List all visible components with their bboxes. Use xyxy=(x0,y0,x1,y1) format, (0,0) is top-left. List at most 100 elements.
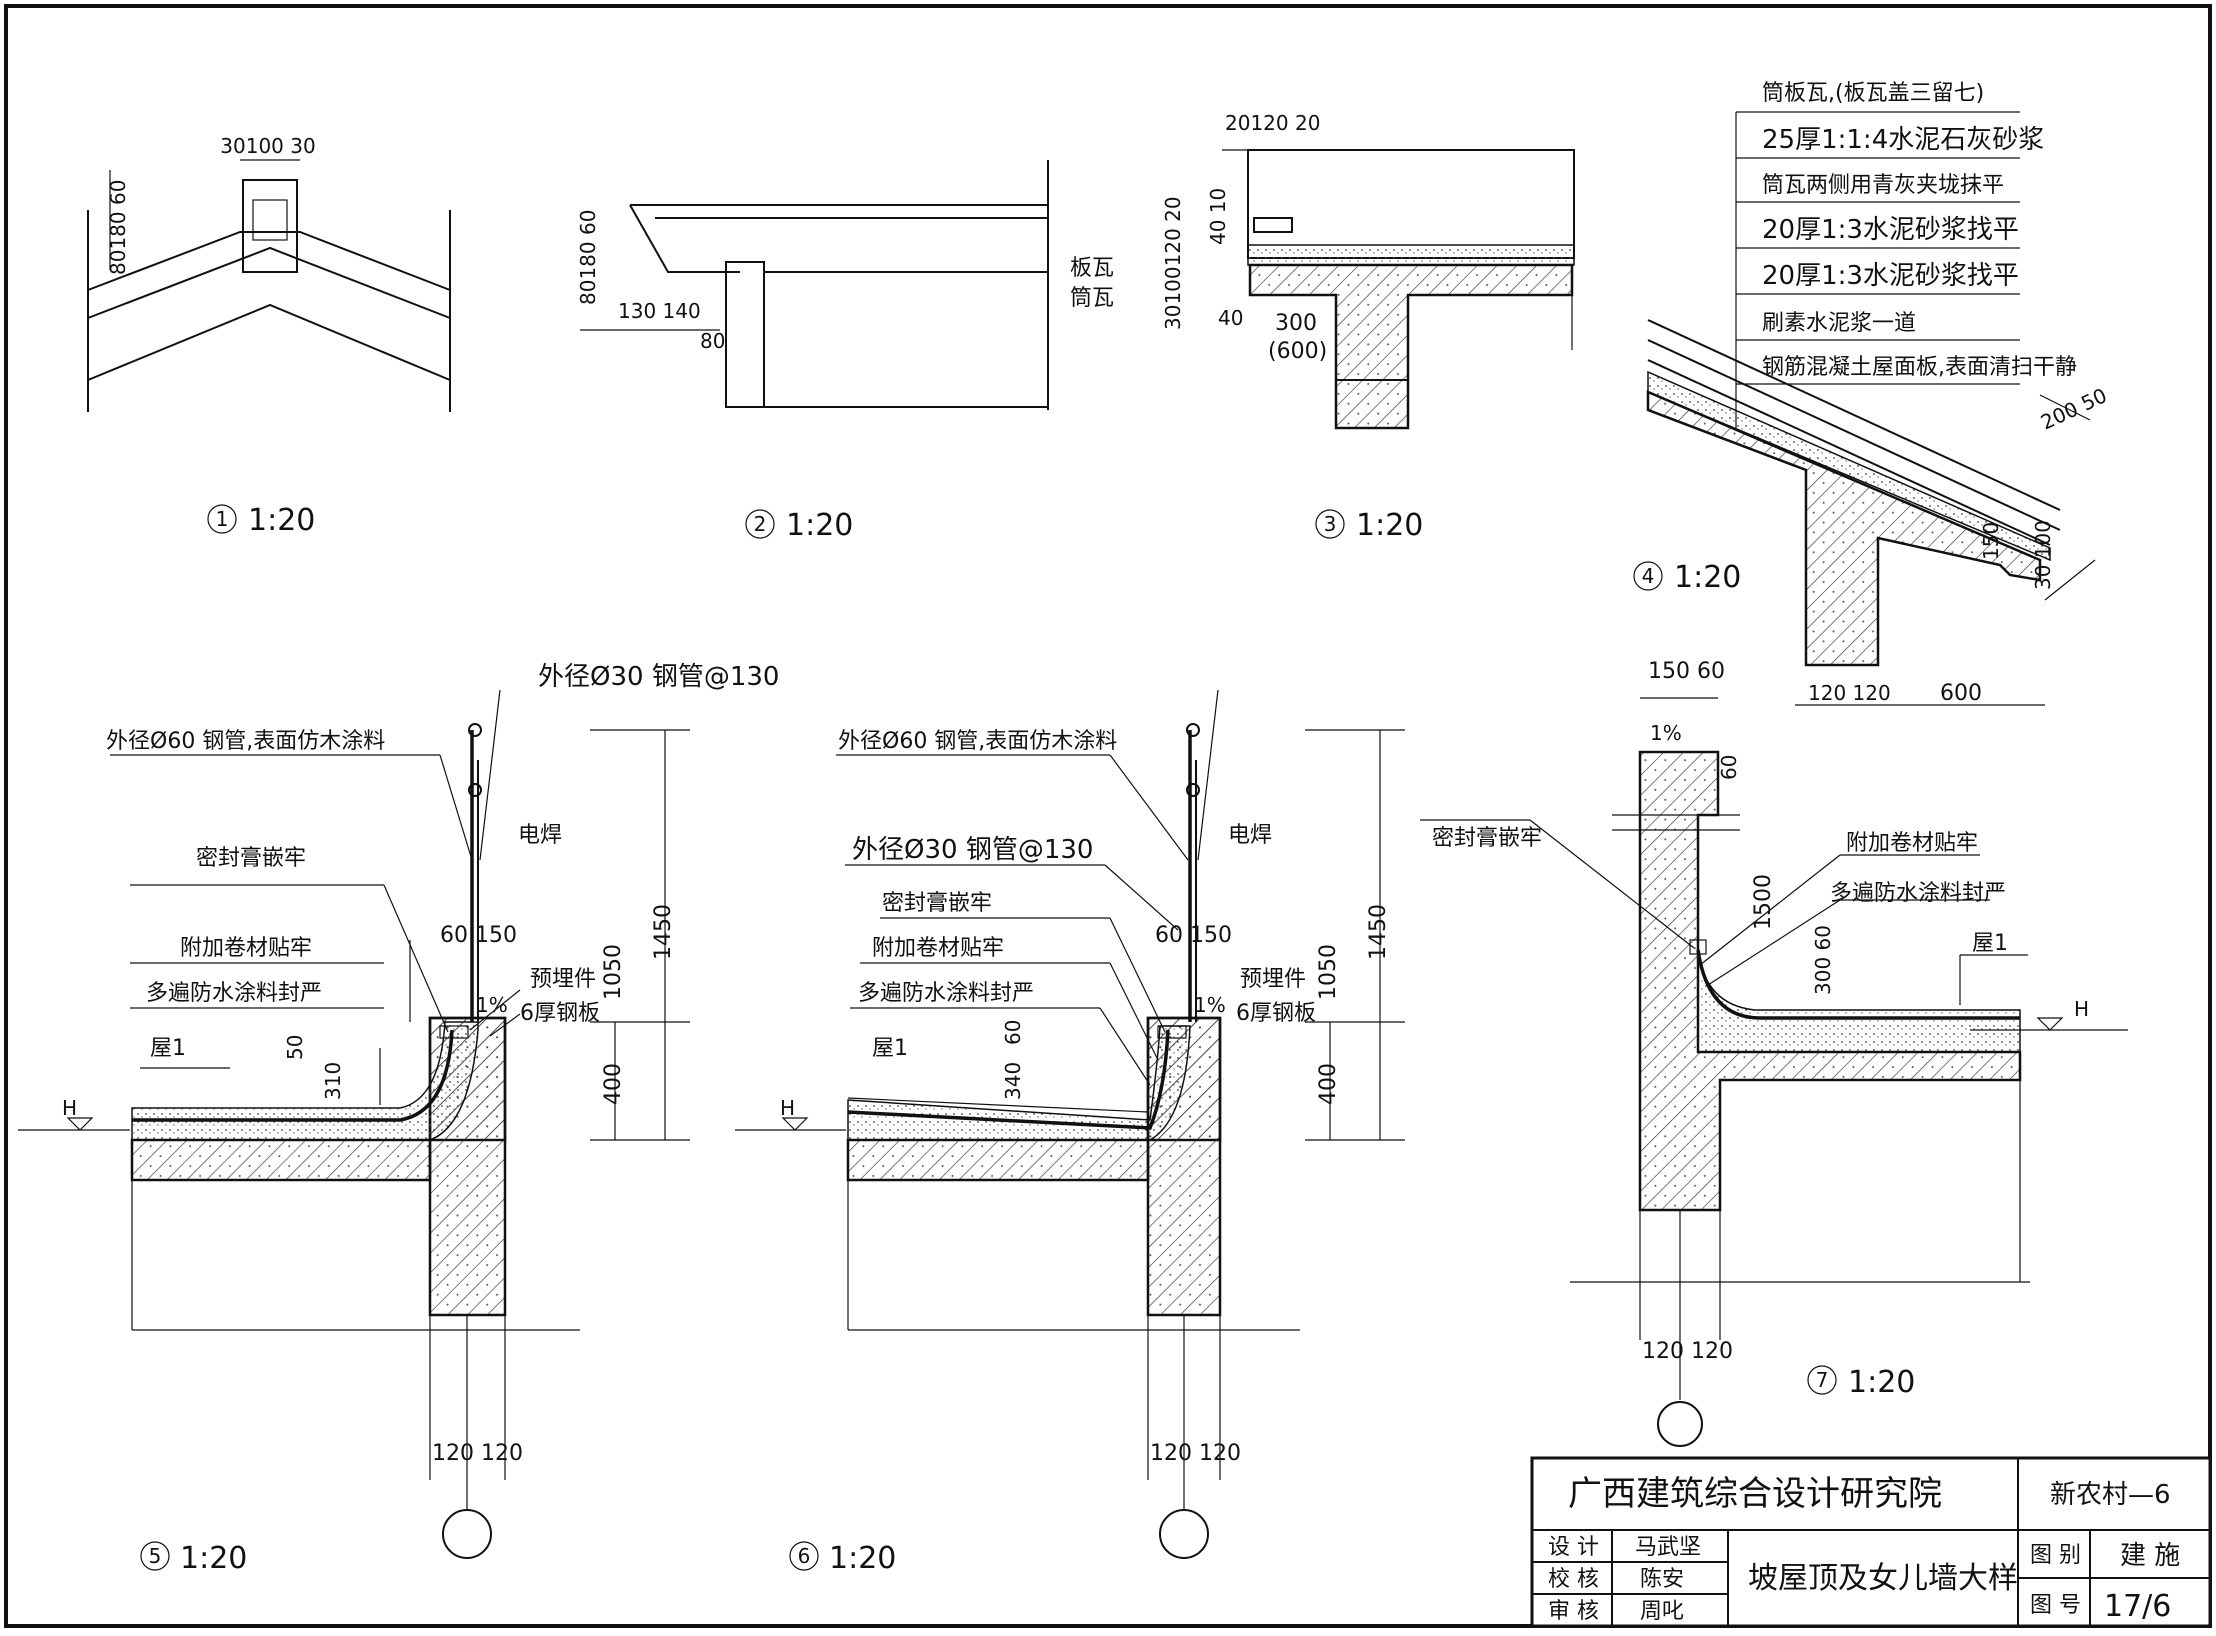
d1-dim-top: 30100 30 xyxy=(220,134,315,158)
d5-label-pipe60: 外径Ø60 钢管,表面仿木涂料 xyxy=(106,729,385,754)
d6-dim-340: 340 xyxy=(1001,1062,1025,1100)
detail-3-eave-section xyxy=(1222,149,1575,430)
d6-num: 6 xyxy=(798,1544,811,1568)
d5-dim-bottom: 120 120 xyxy=(432,1441,523,1466)
d7-label-membrane: 附加卷材贴牢 xyxy=(1846,831,1978,856)
drawing-title: 坡屋顶及女儿墙大样 xyxy=(1748,1561,2018,1596)
d1-scale: 1:20 xyxy=(248,503,315,538)
sheet-border xyxy=(4,4,2212,1628)
d6-label-seal: 密封膏嵌牢 xyxy=(882,891,992,916)
d2-dim-80: 80 xyxy=(700,329,725,353)
detail-tag-2: 2 1:20 xyxy=(745,508,853,543)
d5-scale: 1:20 xyxy=(180,1541,247,1576)
d5-dim-400: 400 xyxy=(601,1063,626,1105)
institute-name: 广西建筑综合设计研究院 xyxy=(1568,1474,1942,1514)
d2-num: 2 xyxy=(754,512,767,536)
d4-layer-list: 筒板瓦,(板瓦盖三留七) 25厚1:1:4水泥石灰砂浆 筒瓦两侧用青灰夹垅抹平 … xyxy=(1762,81,2077,380)
d4-layer-4: 20厚1:3水泥砂浆找平 xyxy=(1762,215,2019,245)
d1-num: 1 xyxy=(216,507,229,531)
d7-label-roof: 屋1 xyxy=(1972,931,2008,956)
d6-label-membrane: 附加卷材贴牢 xyxy=(872,936,1004,961)
d7-label-seal: 密封膏嵌牢 xyxy=(1432,826,1542,851)
d6-label-plate: 6厚钢板 xyxy=(1236,1001,1316,1026)
d5-label-h: H xyxy=(62,1096,77,1120)
d5-dim-310: 310 xyxy=(321,1062,345,1100)
detail-tag-1: 1 1:20 xyxy=(207,503,315,538)
detail-1-ridge xyxy=(87,159,451,412)
d4-layer-7: 钢筋混凝土屋面板,表面清扫干静 xyxy=(1762,355,2077,380)
d7-dim-bottom: 120 120 xyxy=(1642,1339,1733,1364)
d4-layer-6: 刷素水泥浆一道 xyxy=(1762,311,1916,336)
d7-dim-top: 150 60 xyxy=(1648,659,1725,684)
d6-dim-1050: 1050 xyxy=(1316,944,1341,1000)
d6-dim-1450: 1450 xyxy=(1366,904,1391,960)
d3-dim-a: 40 10 xyxy=(1206,188,1230,245)
role-check: 校 核 xyxy=(1548,1567,1599,1592)
d1-dim-side: 80180 60 xyxy=(106,180,130,275)
d4-dim-b: 150 xyxy=(1979,522,2003,560)
detail-4-slope-section xyxy=(1646,111,2096,667)
d7-dim-300: 300 60 xyxy=(1811,925,1835,995)
sheet-value: 17/6 xyxy=(2104,1589,2171,1624)
d5-label-seal: 密封膏嵌牢 xyxy=(196,846,306,871)
d2-dim-h: 130 140 xyxy=(618,299,701,323)
category-value: 建 施 xyxy=(2120,1541,2180,1571)
d5-label-pipe30: 外径Ø30 钢管@130 xyxy=(538,662,779,692)
d5-dim-top: 60 150 xyxy=(440,923,517,948)
d4-scale: 1:20 xyxy=(1674,560,1741,595)
d4-layer-1: 筒板瓦,(板瓦盖三留七) xyxy=(1762,81,1984,106)
d5-label-weld: 电焊 xyxy=(518,823,562,848)
d3-dim-40: 40 xyxy=(1218,306,1243,330)
d5-label-slope: 1% xyxy=(476,993,508,1017)
d2-label-bangwa: 板瓦 xyxy=(1070,256,1114,281)
d6-dim-top: 60 150 xyxy=(1155,923,1232,948)
d6-label-pipe60: 外径Ø60 钢管,表面仿木涂料 xyxy=(838,729,1117,754)
role-review: 审 核 xyxy=(1548,1599,1599,1624)
d5-label-plate: 6厚钢板 xyxy=(520,1001,600,1026)
d3-dim-300: 300 xyxy=(1275,311,1317,336)
d4-num: 4 xyxy=(1642,564,1655,588)
d3-dim-b: 30100120 20 xyxy=(1161,196,1185,330)
detail-tag-6: 6 1:20 xyxy=(789,1541,896,1576)
d7-dim-60: 60 xyxy=(1717,755,1741,780)
d2-scale: 1:20 xyxy=(786,508,853,543)
d4-layer-3: 筒瓦两侧用青灰夹垅抹平 xyxy=(1762,173,2004,198)
d5-label-coating: 多遍防水涂料封严 xyxy=(146,981,322,1006)
d6-label-coating: 多遍防水涂料封严 xyxy=(858,981,1034,1006)
d7-label-h: H xyxy=(2074,997,2089,1021)
detail-5-parapet-railing xyxy=(18,689,690,1559)
d7-dim-1500: 1500 xyxy=(1751,874,1776,930)
d6-label-embed: 预埋件 xyxy=(1240,967,1306,992)
d4-layer-2: 25厚1:1:4水泥石灰砂浆 xyxy=(1762,125,2044,155)
d6-dim-60: 60 xyxy=(1001,1020,1025,1045)
d6-dim-bottom: 120 120 xyxy=(1150,1441,1241,1466)
category-label: 图 别 xyxy=(2030,1543,2081,1568)
d7-num: 7 xyxy=(1816,1368,1829,1392)
d6-label-slope: 1% xyxy=(1194,993,1226,1017)
d3-num: 3 xyxy=(1324,512,1337,536)
detail-2-eave xyxy=(580,160,1049,410)
d7-label-slope: 1% xyxy=(1650,721,1682,745)
d2-label-tongwa: 筒瓦 xyxy=(1070,286,1114,311)
detail-tag-3: 3 1:20 xyxy=(1315,508,1423,543)
d3-scale: 1:20 xyxy=(1356,508,1423,543)
d4-dim-a: 200 50 xyxy=(2037,383,2111,434)
role-design: 设 计 xyxy=(1548,1535,1599,1560)
d6-label-roof: 屋1 xyxy=(872,1036,908,1061)
name-check: 陈安 xyxy=(1640,1567,1684,1592)
detail-tag-5: 5 1:20 xyxy=(140,1541,247,1576)
d2-dim-side: 80180 60 xyxy=(576,210,600,305)
d5-dim-1050: 1050 xyxy=(601,944,626,1000)
d4-layer-5: 20厚1:3水泥砂浆找平 xyxy=(1762,261,2019,291)
d4-dim-e: 600 xyxy=(1940,681,1982,706)
detail-tag-7: 7 1:20 xyxy=(1807,1365,1915,1400)
sheet-label: 图 号 xyxy=(2030,1593,2081,1618)
d4-dim-d: 120 120 xyxy=(1808,681,1891,705)
d7-label-coating: 多遍防水涂料封严 xyxy=(1830,881,2006,906)
d6-scale: 1:20 xyxy=(829,1541,896,1576)
detail-7-parapet xyxy=(1420,697,2128,1447)
d6-dim-400: 400 xyxy=(1316,1063,1341,1105)
d5-label-roof: 屋1 xyxy=(150,1036,186,1061)
